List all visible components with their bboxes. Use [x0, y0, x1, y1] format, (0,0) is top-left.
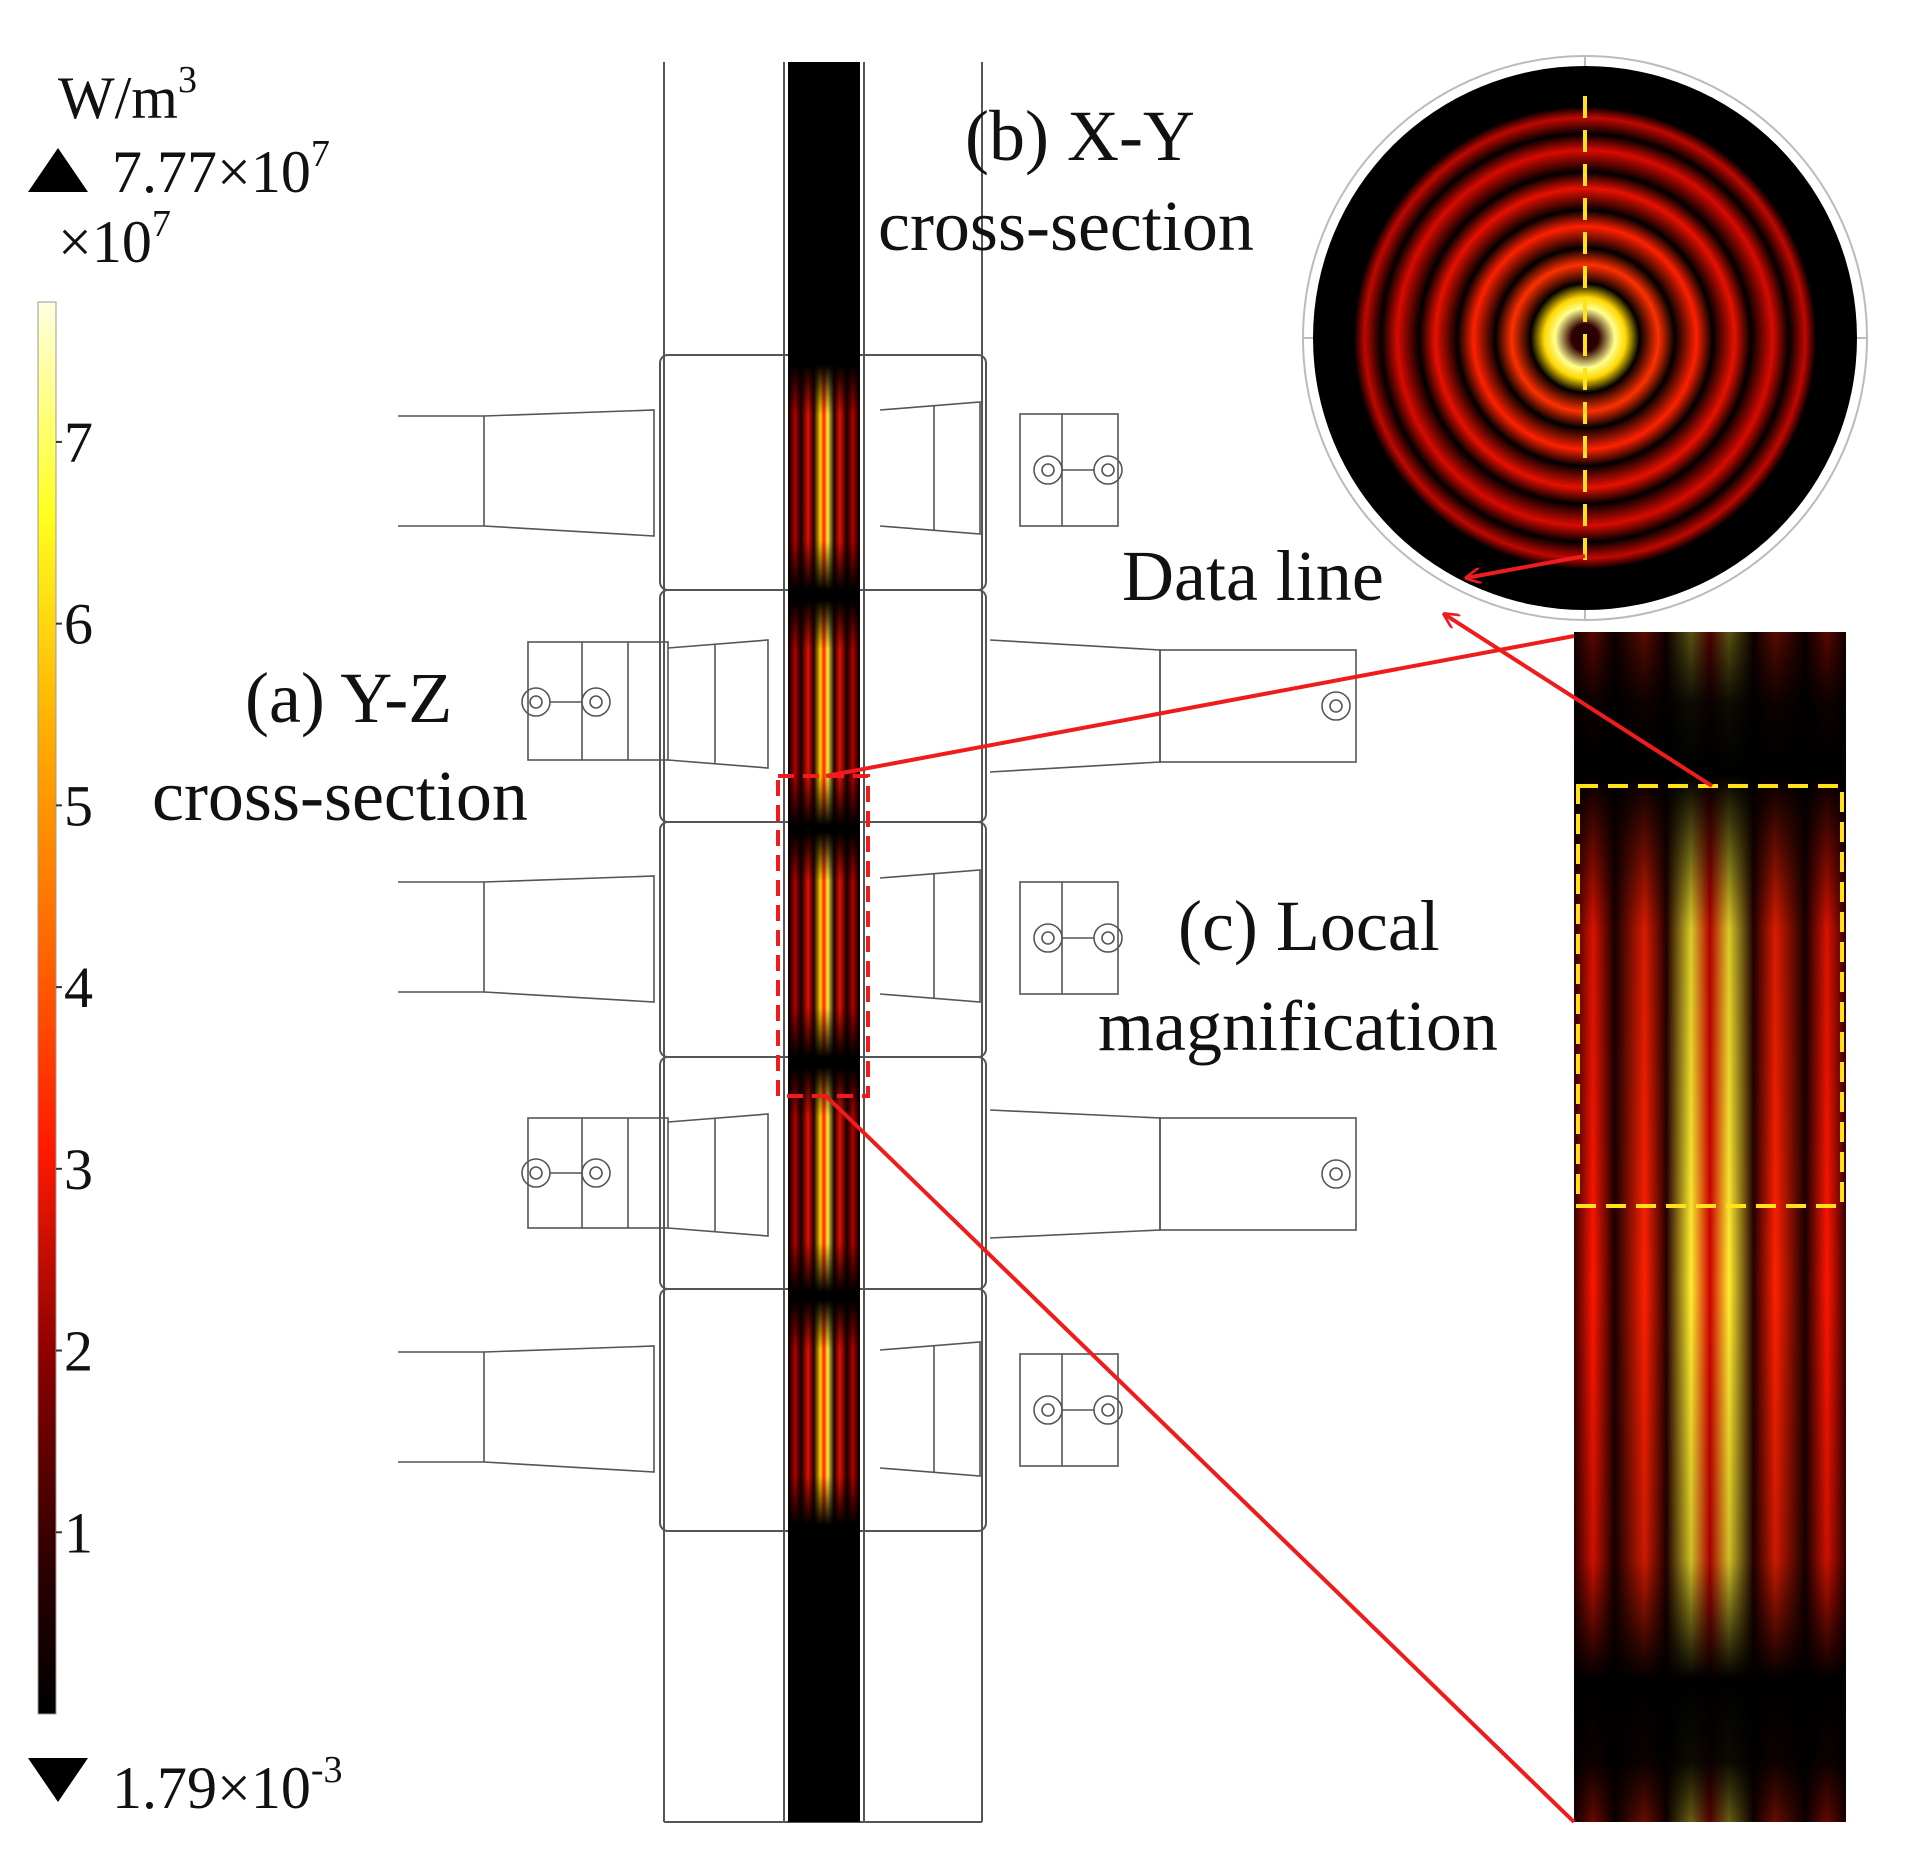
colorbar-tick-label: 5	[64, 773, 93, 838]
max-triangle-icon	[28, 148, 88, 192]
right-ports	[879, 401, 1357, 1477]
colorbar-ticks: 7 6 5 4 3 2 1	[56, 410, 93, 1565]
colorbar-tick-label: 6	[64, 592, 93, 657]
heat-band-4	[788, 1067, 860, 1292]
magnified-heat-pattern	[1574, 632, 1846, 1822]
left-waveguide-port-2	[398, 875, 655, 1003]
left-ports	[398, 409, 769, 1473]
label-b-title: (b) X-Y	[965, 96, 1195, 176]
zoom-region-box	[776, 774, 870, 1098]
colorbar-tick-label: 1	[64, 1500, 93, 1565]
right-coupler-port-3	[879, 1341, 1123, 1477]
colorbar-tick-label: 3	[64, 1137, 93, 1202]
right-coupler-port-2	[879, 869, 1123, 1003]
callout-lines	[824, 554, 1714, 1824]
label-c-subtitle: magnification	[1098, 986, 1498, 1066]
label-b-subtitle: cross-section	[878, 186, 1254, 266]
left-coupler-port-2	[521, 1113, 769, 1237]
heat-map-tube	[788, 62, 860, 1822]
colorbar-tick-label: 4	[64, 955, 93, 1020]
left-coupler-port-1	[521, 639, 769, 769]
data-line-arrow-xy	[1466, 554, 1586, 578]
heat-band-5	[788, 1300, 860, 1525]
heat-band-1	[788, 365, 860, 590]
colorbar: W/m3 7.77×107 ×107 7 6 5 4 3 2 1 1.79×10-3	[28, 59, 343, 1821]
zoom-callout-bottom	[824, 1094, 1576, 1824]
right-waveguide-port-2	[989, 1109, 1357, 1239]
heat-band-3	[788, 832, 860, 1057]
left-waveguide-port-1	[398, 409, 655, 537]
colorbar-unit: W/m3	[58, 59, 197, 131]
colorbar-tick-label: 7	[64, 410, 93, 475]
min-triangle-icon	[28, 1758, 88, 1802]
left-waveguide-port-3	[398, 1345, 655, 1473]
colorbar-gradient	[37, 301, 57, 1715]
colorbar-multiplier: ×107	[58, 203, 171, 275]
local-magnification	[1574, 632, 1846, 1822]
colorbar-tick-label: 2	[64, 1319, 93, 1384]
xy-cross-section	[1302, 55, 1868, 621]
right-coupler-port-1	[879, 401, 1123, 535]
label-c-title: (c) Local	[1178, 886, 1440, 966]
right-waveguide-port-1	[989, 639, 1357, 773]
label-data-line: Data line	[1122, 536, 1384, 616]
label-a-title: (a) Y-Z	[245, 658, 452, 738]
colorbar-min-label: 1.79×10-3	[112, 1749, 343, 1821]
label-a-subtitle: cross-section	[152, 756, 528, 836]
data-line-arrow-mag	[1444, 614, 1714, 788]
colorbar-max-label: 7.77×107	[112, 133, 330, 205]
heat-band-2	[788, 600, 860, 825]
zoom-callout-top	[825, 634, 1575, 778]
